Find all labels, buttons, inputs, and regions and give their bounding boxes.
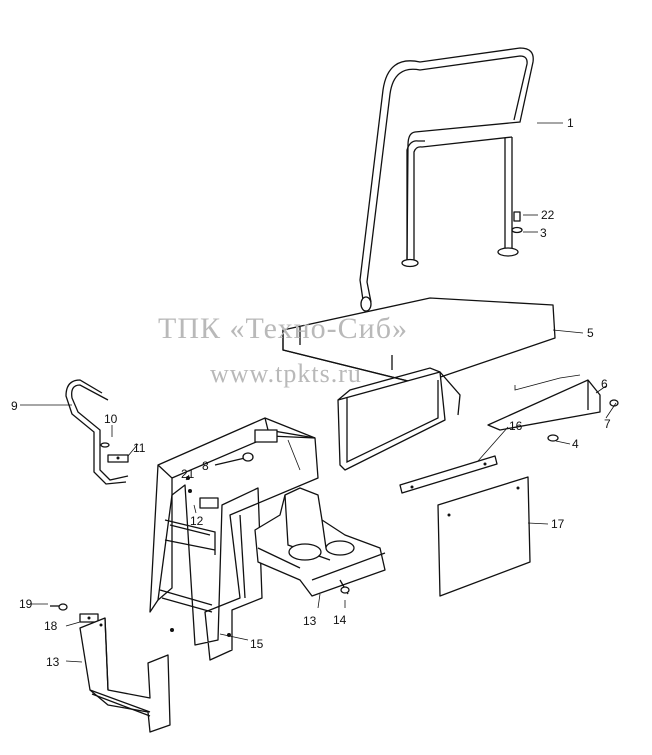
callout-9: 9 [11, 399, 18, 413]
bolt-part-22 [511, 211, 523, 234]
bolt-part-14 [339, 579, 350, 595]
callout-11: 11 [133, 441, 146, 455]
callout-19: 19 [19, 597, 33, 611]
callout-18: 18 [44, 619, 58, 633]
mudflap-part-17 [437, 476, 531, 597]
callout-16: 16 [509, 419, 523, 433]
bracket-part-6 [487, 374, 601, 431]
step-frame-part-15 [149, 417, 319, 661]
callout-17: 17 [551, 517, 565, 531]
strip-part-16 [399, 455, 498, 494]
watermark-line-2: www.tpkts.ru [210, 359, 362, 388]
bolt-part-19 [50, 603, 99, 623]
handrail-part-1 [359, 47, 534, 312]
callout-13-upper: 13 [303, 614, 317, 628]
seat-plate-part-13 [254, 487, 386, 597]
callout-14: 14 [333, 613, 347, 627]
lower-step-part-13 [79, 617, 171, 733]
callout-7: 7 [604, 417, 611, 431]
callout-22: 22 [541, 208, 555, 222]
handle-part-9 [65, 379, 129, 485]
callout-5: 5 [587, 326, 594, 340]
callout-4: 4 [572, 437, 579, 451]
bolt-part-8 [214, 452, 254, 466]
clamp-part-11 [107, 454, 129, 463]
callout-3: 3 [540, 226, 547, 240]
fender-part-5 [282, 297, 556, 471]
watermark-line-1: ТПК «Техно-Сиб» [158, 312, 408, 345]
leader-lines [20, 122, 617, 663]
callout-1: 1 [567, 116, 574, 130]
callout-8: 8 [202, 459, 209, 473]
callout-21: 21 [181, 467, 195, 481]
callout-15: 15 [250, 637, 264, 651]
callout-12: 12 [190, 514, 204, 528]
callout-13-lower: 13 [46, 655, 60, 669]
callout-10: 10 [104, 412, 118, 426]
callout-6: 6 [601, 377, 608, 391]
